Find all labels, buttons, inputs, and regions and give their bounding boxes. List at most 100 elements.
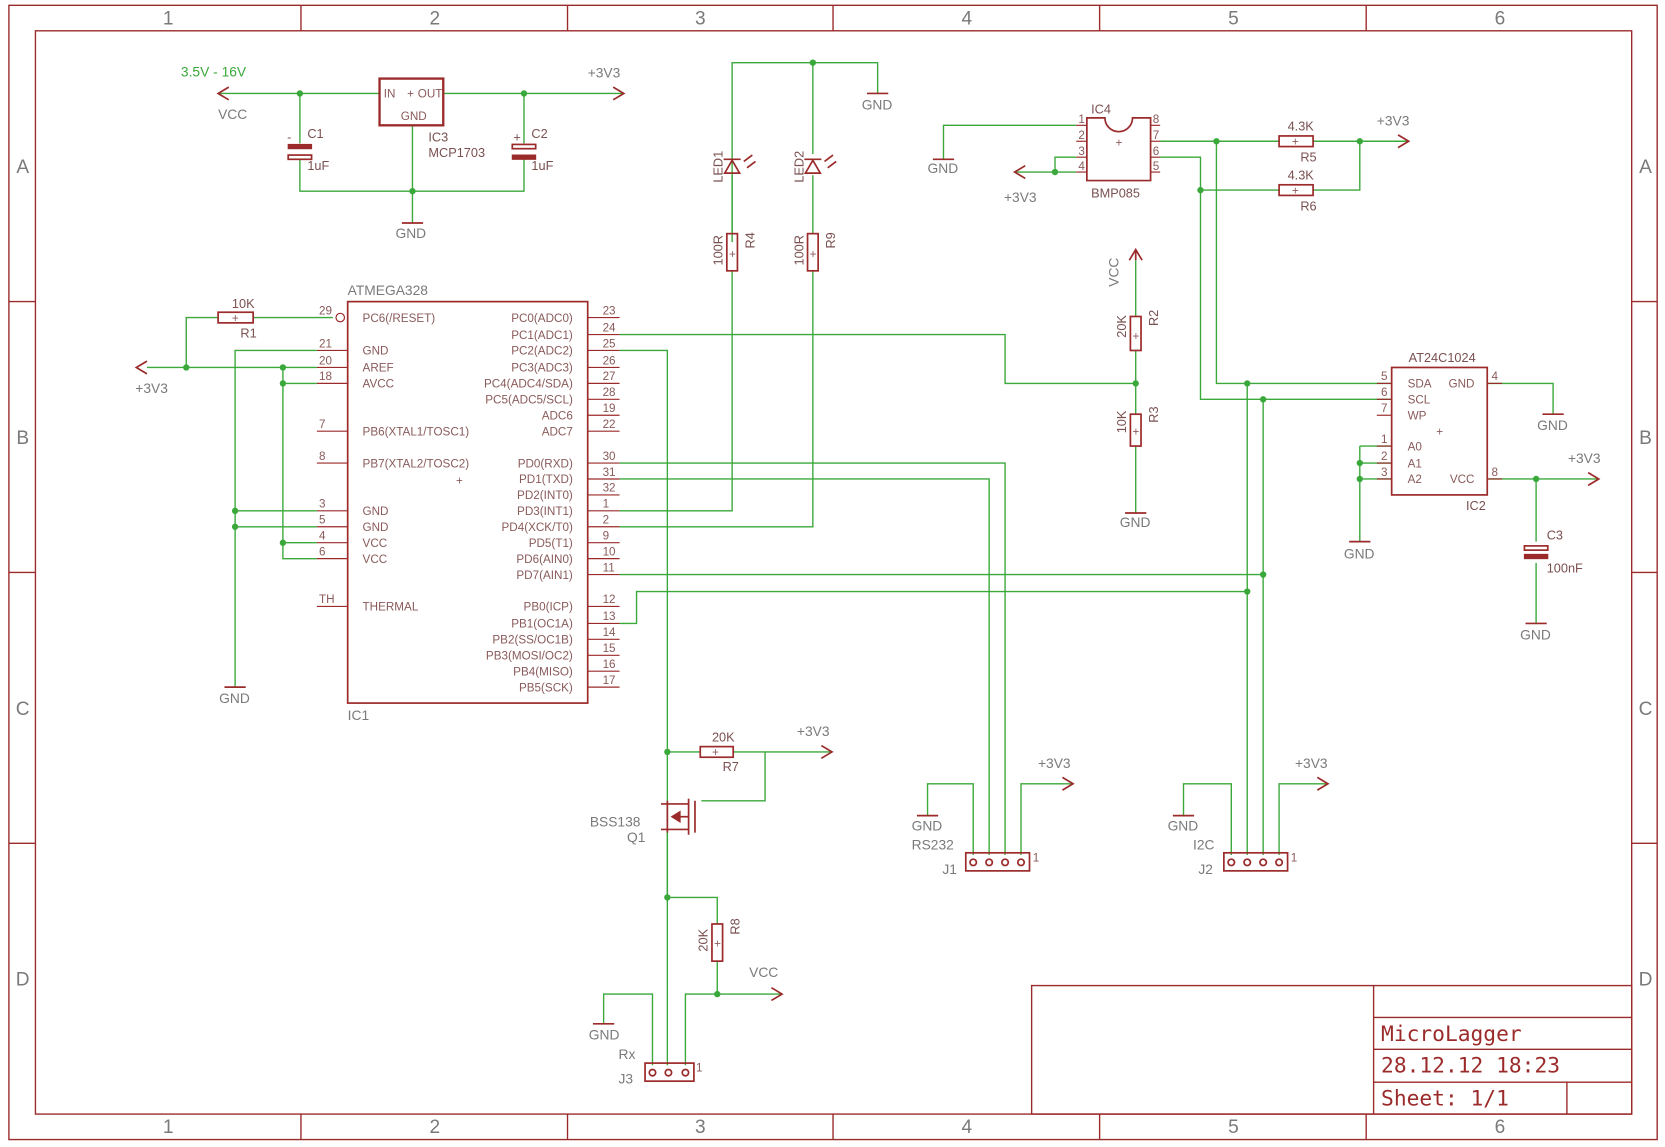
v33-label: +3V3: [1295, 756, 1328, 771]
svg-text:1: 1: [1291, 851, 1298, 864]
eeprom-pin-name: SCL: [1408, 394, 1431, 407]
row-label: B: [1639, 428, 1652, 449]
mcu-pin-number: 10: [603, 545, 616, 558]
r3-ref: R3: [1146, 406, 1161, 422]
mcu-pin-name: PD4(XCK/T0): [501, 521, 572, 534]
c2-ref: C2: [531, 126, 547, 141]
row-label: B: [16, 428, 29, 449]
mcu-pin-number: 20: [319, 354, 332, 367]
mcu-pin-name: THERMAL: [363, 601, 419, 614]
r4-value: 100R: [711, 235, 726, 265]
mcu-pin-number: 7: [319, 418, 325, 431]
drawing-frame: [8, 4, 1658, 1141]
svg-text:+: +: [1133, 425, 1140, 438]
col-label: 1: [163, 1117, 174, 1138]
q1-value: BSS138: [590, 814, 641, 829]
v33-label: +3V3: [1004, 190, 1037, 205]
resistor-r9: + 100R R9: [791, 232, 838, 272]
col-label: 3: [695, 1117, 706, 1138]
ic4-ref: IC4: [1091, 102, 1111, 117]
mcu-pin-name: PD6(AIN0): [516, 553, 573, 566]
v33-label: +3V3: [135, 381, 168, 396]
row-label: C: [16, 699, 30, 720]
v33-label: +3V3: [1377, 113, 1410, 128]
mcu-pin-name: ADC7: [542, 425, 573, 438]
vcc-label: VCC: [749, 965, 778, 980]
gnd-label: GND: [589, 1028, 620, 1043]
sheet-text: Sheet: 1/1: [1381, 1087, 1509, 1112]
mcu-pin-name: PD0(RXD): [518, 457, 573, 470]
mcu-pin-name: PB3(MOSI/OC2): [486, 650, 573, 663]
svg-text:1: 1: [696, 1062, 702, 1075]
mcu-name: ATMEGA328: [348, 283, 429, 298]
gnd-label: GND: [1344, 547, 1375, 562]
mcu-pin-name: AVCC: [363, 378, 395, 391]
col-label: 2: [429, 8, 440, 29]
mcu-pin-name: AREF: [363, 362, 394, 375]
resistor-r5: + 4.3K R5: [1278, 119, 1317, 164]
frame-labels: 1 2 3 4 5 6 1 2 3 4 5 6 A B C D A B C D: [16, 8, 1653, 1138]
j1-ref: J1: [942, 862, 957, 877]
svg-text:3: 3: [1078, 145, 1085, 158]
col-label: 5: [1228, 8, 1239, 29]
mcu-pin-number: 32: [603, 482, 616, 495]
connector-j1: 1 RS232 J1: [912, 838, 1040, 877]
svg-text:+: +: [232, 312, 239, 325]
svg-text:+: +: [712, 746, 719, 759]
mcu-pin-number: 5: [319, 514, 325, 527]
mcu-pin-name: GND: [363, 505, 389, 518]
svg-text:7: 7: [1153, 129, 1160, 142]
regulator-ic3: IN OUT + GND IC3 MCP1703: [378, 77, 485, 160]
mcu-pin-number: 21: [319, 337, 332, 350]
c1-value: 1uF: [307, 158, 329, 173]
r1-value: 10K: [232, 296, 255, 311]
vcc-label: VCC: [218, 107, 247, 122]
mcu-pin-number: 2: [603, 514, 610, 527]
svg-text:1: 1: [1033, 851, 1040, 864]
v33-label: +3V3: [797, 724, 830, 739]
mcu-pin-name: PB2(SS/OC1B): [492, 634, 573, 647]
svg-text:2: 2: [1078, 129, 1085, 142]
led1-ref: LED1: [711, 151, 726, 183]
c2-value: 1uF: [531, 158, 553, 173]
mcu-pin-number: 6: [319, 545, 325, 558]
gnd-label: GND: [219, 691, 250, 706]
r6-ref: R6: [1300, 198, 1316, 213]
row-label: D: [16, 970, 30, 991]
mcu-pin-name: PB5(SCK): [519, 681, 573, 694]
svg-text:+: +: [1116, 137, 1123, 150]
mcu-pin-name: PB7(XTAL2/TOSC2): [363, 457, 470, 470]
ic2-name: AT24C1024: [1409, 350, 1476, 365]
svg-text:1: 1: [1078, 113, 1085, 126]
mcu-pin-name: PD1(TXD): [519, 473, 573, 486]
mcu-pin-number: 26: [603, 354, 616, 367]
r4-ref: R4: [742, 232, 757, 248]
mcu-pin-name: PC4(ADC4/SDA): [484, 378, 573, 391]
j3-ref: J3: [618, 1071, 633, 1086]
col-label: 4: [962, 1117, 973, 1138]
eeprom-pin-name: VCC: [1450, 473, 1475, 486]
r8-value: 20K: [696, 928, 711, 951]
eeprom-pin-name: SDA: [1408, 378, 1432, 391]
svg-text:+: +: [714, 937, 721, 950]
power-symbols: 3.5V - 16V VCC +3V3 GND GND +3V3 GND VCC…: [134, 64, 1601, 1043]
row-label: A: [16, 157, 29, 178]
mcu-pin-number: 8: [319, 450, 325, 463]
svg-text:-: -: [287, 129, 291, 144]
mcu-pin-number: TH: [319, 593, 335, 606]
mcu-pin-name: PC2(ADC2): [511, 345, 573, 358]
mcu-pin-number: 23: [603, 304, 616, 317]
mcu-pin-name: PD3(INT1): [517, 505, 573, 518]
junctions: [183, 59, 1540, 998]
mcu-pin-number: 14: [603, 626, 616, 639]
svg-text:4: 4: [1078, 160, 1085, 173]
c3-ref: C3: [1547, 528, 1563, 543]
atmega328-ic1: ATMEGA328 IC1 + 29PC6(/RESET)21GND20AREF…: [316, 283, 620, 723]
gnd-label: GND: [1537, 418, 1568, 433]
svg-text:+: +: [810, 248, 817, 261]
mcu-pin-number: 18: [319, 370, 332, 383]
eeprom-pin-number: 7: [1381, 402, 1388, 415]
col-label: 5: [1228, 1117, 1239, 1138]
